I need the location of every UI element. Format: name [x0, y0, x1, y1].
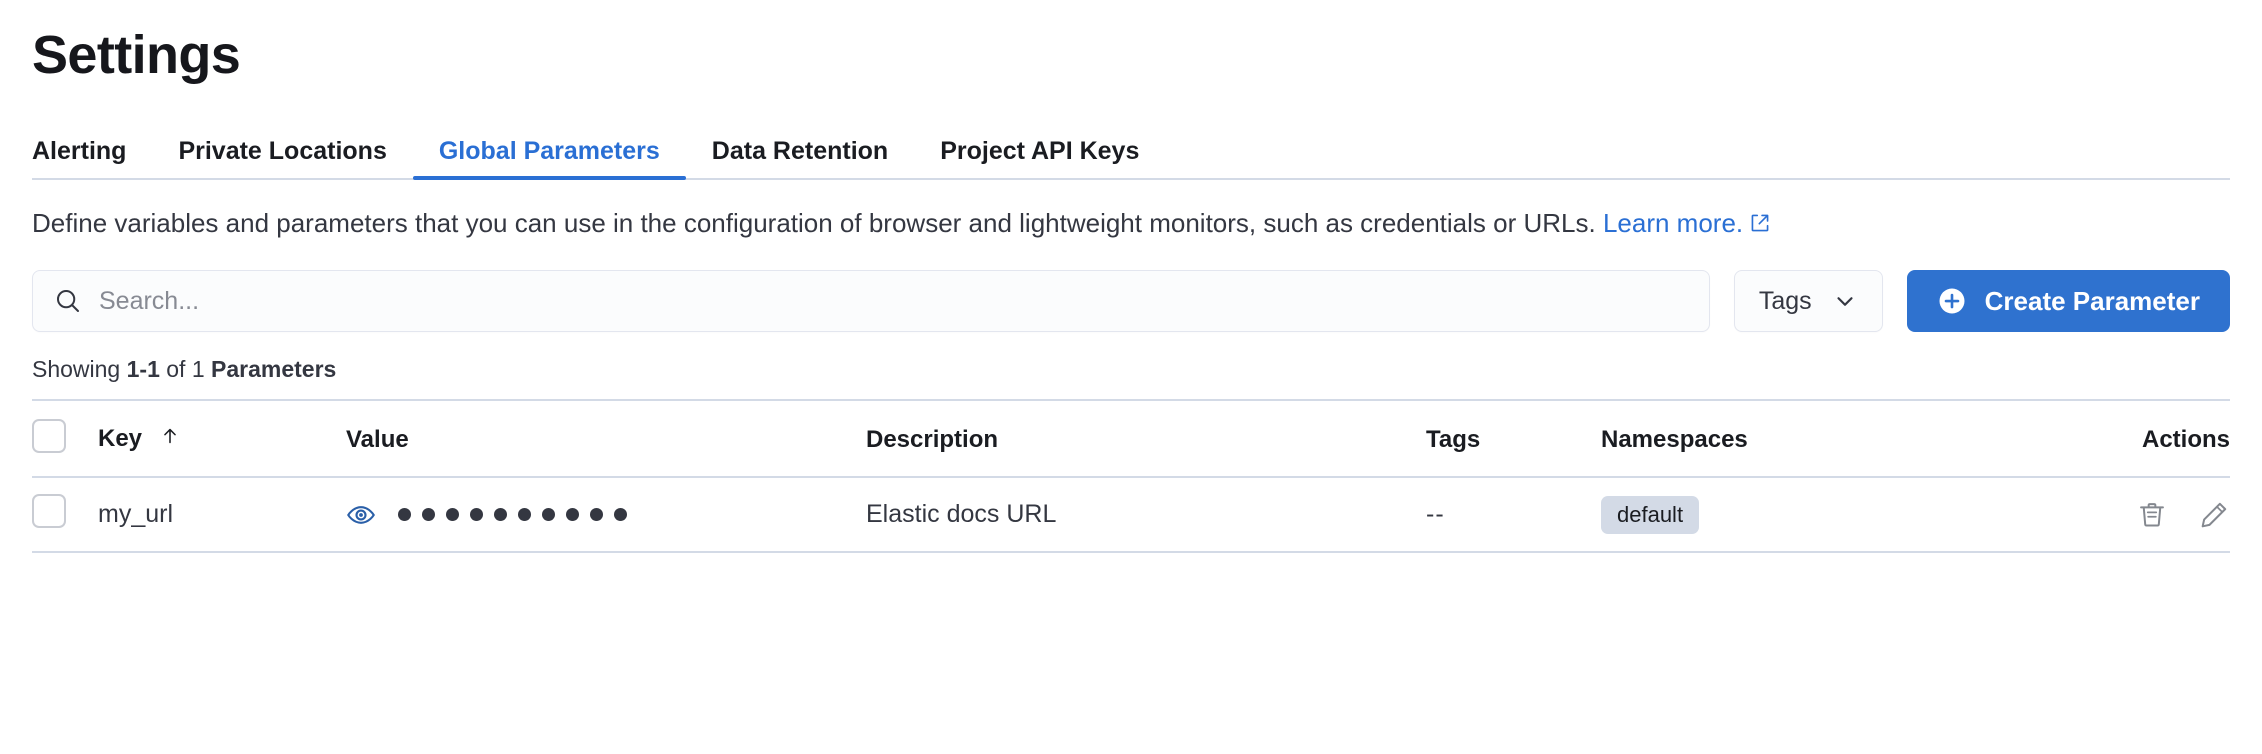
masked-value: [398, 508, 627, 522]
results-count: Showing 1-1 of 1 Parameters: [32, 358, 2230, 381]
row-select-cell: [32, 477, 98, 552]
namespace-badge: default: [1601, 495, 1700, 534]
toolbar: Tags Create Parameter: [32, 270, 2230, 333]
table-row: my_url: [32, 477, 2230, 553]
table-header-row: Key Value Description Tags: [32, 400, 2230, 478]
cell-namespaces: default: [1601, 477, 2071, 552]
results-prefix: Showing: [32, 356, 127, 383]
learn-more-label: Learn more.: [1602, 208, 1744, 238]
create-parameter-label: Create Parameter: [1984, 285, 2200, 316]
results-range: 1-1: [126, 356, 160, 383]
tags-empty: --: [1426, 500, 1445, 529]
cell-key: my_url: [98, 500, 174, 529]
tab-alerting[interactable]: Alerting: [32, 139, 152, 178]
column-description-label: Description: [866, 425, 999, 453]
chevron-down-icon: [1832, 288, 1858, 314]
cell-tags: --: [1426, 477, 1601, 552]
plus-circle-icon: [1937, 286, 1967, 316]
table-body: my_url: [32, 477, 2230, 553]
column-description: Description: [866, 400, 1426, 477]
external-link-icon: [1749, 208, 1771, 242]
column-namespaces: Namespaces: [1601, 400, 2071, 477]
page-title: Settings: [32, 25, 241, 85]
results-noun: Parameters: [211, 356, 337, 383]
search-icon: [53, 286, 83, 316]
tab-label: Private Locations: [178, 137, 387, 165]
eye-icon[interactable]: [346, 500, 376, 530]
column-key[interactable]: Key: [98, 400, 346, 477]
page-description: Define variables and parameters that you…: [32, 206, 2230, 242]
tab-project-api-keys[interactable]: Project API Keys: [914, 139, 1165, 178]
cell-description: Elastic docs URL: [866, 500, 1057, 529]
tab-private-locations[interactable]: Private Locations: [152, 139, 412, 178]
description-text: Define variables and parameters that you…: [32, 208, 1603, 238]
cell-value: [346, 477, 866, 552]
column-actions-label: Actions: [2141, 425, 2230, 453]
table-header: Key Value Description Tags: [32, 400, 2230, 478]
learn-more-link[interactable]: Learn more.: [1603, 208, 1771, 238]
search-input[interactable]: [99, 286, 1689, 316]
column-actions: Actions: [2071, 400, 2230, 477]
create-parameter-button[interactable]: Create Parameter: [1906, 270, 2230, 333]
tab-label: Alerting: [32, 137, 127, 165]
tab-label: Project API Keys: [940, 137, 1140, 165]
column-value-label: Value: [346, 425, 409, 453]
row-checkbox[interactable]: [32, 494, 66, 529]
tags-filter-button[interactable]: Tags: [1733, 270, 1883, 333]
results-middle: of 1: [159, 356, 212, 383]
column-select-all: [32, 400, 98, 477]
tab-label: Global Parameters: [438, 137, 660, 165]
column-tags-label: Tags: [1426, 425, 1481, 453]
arrow-up-icon: [159, 425, 181, 454]
settings-tabs: Alerting Private Locations Global Parame…: [32, 124, 2230, 180]
tab-label: Data Retention: [711, 137, 889, 165]
tab-global-parameters[interactable]: Global Parameters: [412, 137, 686, 180]
column-namespaces-label: Namespaces: [1601, 425, 1748, 453]
tags-filter-label: Tags: [1758, 286, 1812, 315]
cell-actions: [2071, 477, 2230, 552]
trash-icon[interactable]: [2136, 499, 2168, 531]
tab-data-retention[interactable]: Data Retention: [686, 139, 914, 178]
pencil-icon[interactable]: [2198, 499, 2230, 531]
select-all-checkbox[interactable]: [32, 419, 66, 454]
column-value: Value: [346, 400, 866, 477]
parameters-table: Key Value Description Tags: [32, 399, 2230, 553]
column-key-label: Key: [98, 425, 143, 453]
column-tags: Tags: [1426, 400, 1601, 477]
search-box[interactable]: [32, 270, 1710, 333]
